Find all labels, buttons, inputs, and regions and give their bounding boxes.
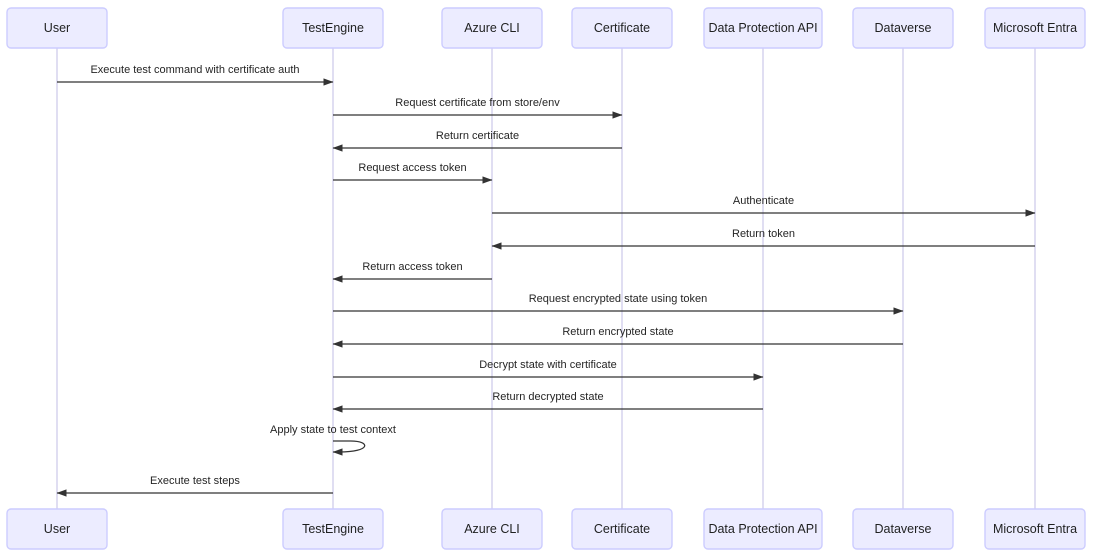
actor-label: Azure CLI bbox=[464, 21, 520, 35]
message-label: Request access token bbox=[358, 162, 466, 174]
actor-box bbox=[703, 7, 823, 49]
message-label: Authenticate bbox=[733, 195, 794, 207]
actor-label: Certificate bbox=[594, 21, 650, 35]
message-label: Execute test steps bbox=[150, 475, 240, 487]
actor-headers-bottom: User TestEngine Azure CLI Certificate Data P… bbox=[6, 508, 1086, 550]
actor-box bbox=[6, 7, 108, 49]
actor-azcli-bottom[interactable]: Azure CLI bbox=[441, 508, 543, 550]
messages-group: Execute test command with certificate au… bbox=[56, 64, 1036, 497]
message-m10[interactable]: Decrypt state with certificate bbox=[333, 359, 764, 381]
message-label: Request encrypted state using token bbox=[529, 293, 708, 305]
actor-label: TestEngine bbox=[302, 21, 364, 35]
actor-label: Dataverse bbox=[875, 21, 932, 35]
actor-user-top[interactable]: User bbox=[6, 7, 108, 49]
message-m4[interactable]: Request access token bbox=[333, 162, 493, 184]
self-message-m12[interactable]: Apply state to test context bbox=[270, 424, 396, 456]
actor-box bbox=[852, 508, 954, 550]
actor-label: Data Protection API bbox=[708, 21, 817, 35]
actor-box bbox=[703, 508, 823, 550]
actor-label: Data Protection API bbox=[708, 522, 817, 536]
actor-engine-top[interactable]: TestEngine bbox=[282, 7, 384, 49]
self-message-label: Apply state to test context bbox=[270, 424, 396, 436]
message-m7[interactable]: Return access token bbox=[332, 261, 492, 283]
message-m13[interactable]: Execute test steps bbox=[56, 475, 333, 497]
actor-box bbox=[984, 7, 1086, 49]
actor-cert-bottom[interactable]: Certificate bbox=[571, 508, 673, 550]
message-label: Return encrypted state bbox=[562, 326, 673, 338]
actor-dv-top[interactable]: Dataverse bbox=[852, 7, 954, 49]
actor-label: Dataverse bbox=[875, 522, 932, 536]
actor-label: User bbox=[44, 522, 70, 536]
message-label: Request certificate from store/env bbox=[395, 97, 560, 109]
actor-dv-bottom[interactable]: Dataverse bbox=[852, 508, 954, 550]
actor-dpapi-top[interactable]: Data Protection API bbox=[703, 7, 823, 49]
actor-label: TestEngine bbox=[302, 522, 364, 536]
actor-user-bottom[interactable]: User bbox=[6, 508, 108, 550]
message-m3[interactable]: Return certificate bbox=[332, 130, 622, 152]
actor-label: Certificate bbox=[594, 522, 650, 536]
message-m11[interactable]: Return decrypted state bbox=[332, 391, 763, 413]
actor-headers-top: User TestEngine Azure CLI Certificate Data P… bbox=[6, 7, 1086, 49]
message-label: Return access token bbox=[362, 261, 462, 273]
actor-engine-bottom[interactable]: TestEngine bbox=[282, 508, 384, 550]
actor-box bbox=[441, 508, 543, 550]
actor-box bbox=[282, 7, 384, 49]
actor-label: User bbox=[44, 21, 70, 35]
actor-label: Azure CLI bbox=[464, 522, 520, 536]
message-label: Decrypt state with certificate bbox=[479, 359, 617, 371]
actor-entra-bottom[interactable]: Microsoft Entra bbox=[984, 508, 1086, 550]
message-label: Return token bbox=[732, 228, 795, 240]
actor-box bbox=[571, 7, 673, 49]
actor-box bbox=[6, 508, 108, 550]
message-m2[interactable]: Request certificate from store/env bbox=[333, 97, 623, 119]
actor-label: Microsoft Entra bbox=[993, 522, 1077, 536]
actor-entra-top[interactable]: Microsoft Entra bbox=[984, 7, 1086, 49]
message-label: Execute test command with certificate au… bbox=[90, 64, 299, 76]
message-m6[interactable]: Return token bbox=[491, 228, 1035, 250]
actor-cert-top[interactable]: Certificate bbox=[571, 7, 673, 49]
lifelines-group bbox=[56, 48, 1036, 509]
actor-box bbox=[441, 7, 543, 49]
message-label: Return decrypted state bbox=[492, 391, 603, 403]
actor-dpapi-bottom[interactable]: Data Protection API bbox=[703, 508, 823, 550]
message-m1[interactable]: Execute test command with certificate au… bbox=[57, 64, 334, 86]
actor-azcli-top[interactable]: Azure CLI bbox=[441, 7, 543, 49]
actor-box bbox=[282, 508, 384, 550]
actor-box bbox=[852, 7, 954, 49]
actor-box bbox=[984, 508, 1086, 550]
message-label: Return certificate bbox=[436, 130, 519, 142]
message-m9[interactable]: Return encrypted state bbox=[332, 326, 903, 348]
self-message-arc bbox=[332, 440, 366, 456]
message-m8[interactable]: Request encrypted state using token bbox=[333, 293, 904, 315]
actor-box bbox=[571, 508, 673, 550]
actor-label: Microsoft Entra bbox=[993, 21, 1077, 35]
message-m5[interactable]: Authenticate bbox=[492, 195, 1036, 217]
